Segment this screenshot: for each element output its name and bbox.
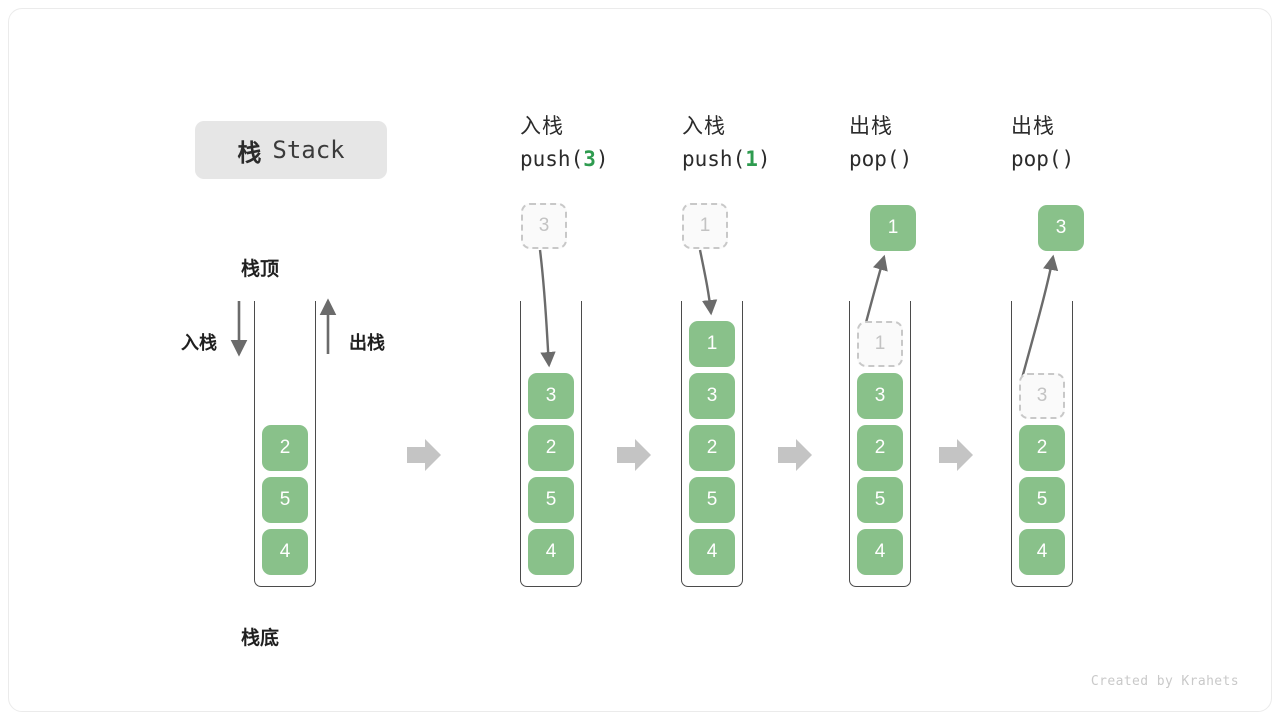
ghost-node-incoming: 1 [682, 203, 728, 249]
stage-op-number: 1 [745, 147, 758, 171]
stack-node: 4 [857, 529, 903, 575]
stack-node: 1 [689, 321, 735, 367]
stack-container-push-3 [520, 301, 582, 587]
stack-node: 5 [689, 477, 735, 523]
stage-header-push-3: 入栈 push(3) [520, 112, 609, 176]
stack-node: 3 [857, 373, 903, 419]
title-en: Stack [272, 136, 345, 164]
stage-op-cn: 出栈 [1011, 115, 1055, 138]
stack-container-pop-3 [1011, 301, 1073, 587]
title-cn: 栈 [237, 139, 263, 167]
stack-node: 5 [1019, 477, 1065, 523]
credit-text: Created by Krahets [1090, 674, 1239, 689]
ghost-node-incoming: 3 [521, 203, 567, 249]
stack-node: 2 [528, 425, 574, 471]
stage-op-cn: 入栈 [520, 115, 564, 138]
stage-op-code: pop() [849, 147, 913, 171]
stack-node: 2 [262, 425, 308, 471]
step-arrow-1 [407, 439, 441, 471]
arrow-layer [230, 249, 1059, 471]
stack-node: 4 [689, 529, 735, 575]
stack-node: 3 [528, 373, 574, 419]
stage-header-push-1: 入栈 push(1) [682, 112, 771, 176]
step-arrow-3 [778, 439, 812, 471]
ghost-node-removed: 3 [1019, 373, 1065, 419]
stage-op-code: push(1) [682, 147, 771, 171]
stack-node: 5 [857, 477, 903, 523]
stack-container-pop-1 [849, 301, 911, 587]
popped-result-node: 1 [870, 205, 916, 251]
stack-bottom-label: 栈底 [241, 628, 280, 649]
stage-header-pop-3: 出栈 pop() [1011, 112, 1074, 176]
stack-node: 2 [857, 425, 903, 471]
stage-op-cn: 入栈 [682, 115, 726, 138]
stack-node: 4 [262, 529, 308, 575]
title-badge: 栈 Stack [195, 121, 387, 179]
stack-container-initial [254, 301, 316, 587]
diagram-card: 栈 Stack 栈顶 栈底 入栈 出栈 2 5 4 入栈 push(3) 3 3… [8, 8, 1272, 712]
stack-node: 4 [1019, 529, 1065, 575]
stage-op-cn: 出栈 [849, 115, 893, 138]
pop-side-label: 出栈 [349, 333, 385, 353]
popped-result-node: 3 [1038, 205, 1084, 251]
stack-node: 4 [528, 529, 574, 575]
stack-container-push-1 [681, 301, 743, 587]
ghost-node-removed: 1 [857, 321, 903, 367]
stack-top-label: 栈顶 [241, 259, 280, 280]
stage-op-code: pop() [1011, 147, 1075, 171]
step-arrow-4 [939, 439, 973, 471]
stack-node: 2 [689, 425, 735, 471]
stage-op-code: push(3) [520, 147, 609, 171]
stage-op-number: 3 [583, 147, 596, 171]
stack-node: 2 [1019, 425, 1065, 471]
push-side-label: 入栈 [181, 333, 217, 353]
stack-node: 3 [689, 373, 735, 419]
step-arrow-2 [617, 439, 651, 471]
stack-node: 5 [528, 477, 574, 523]
stage-header-pop-1: 出栈 pop() [849, 112, 912, 176]
stack-node: 5 [262, 477, 308, 523]
